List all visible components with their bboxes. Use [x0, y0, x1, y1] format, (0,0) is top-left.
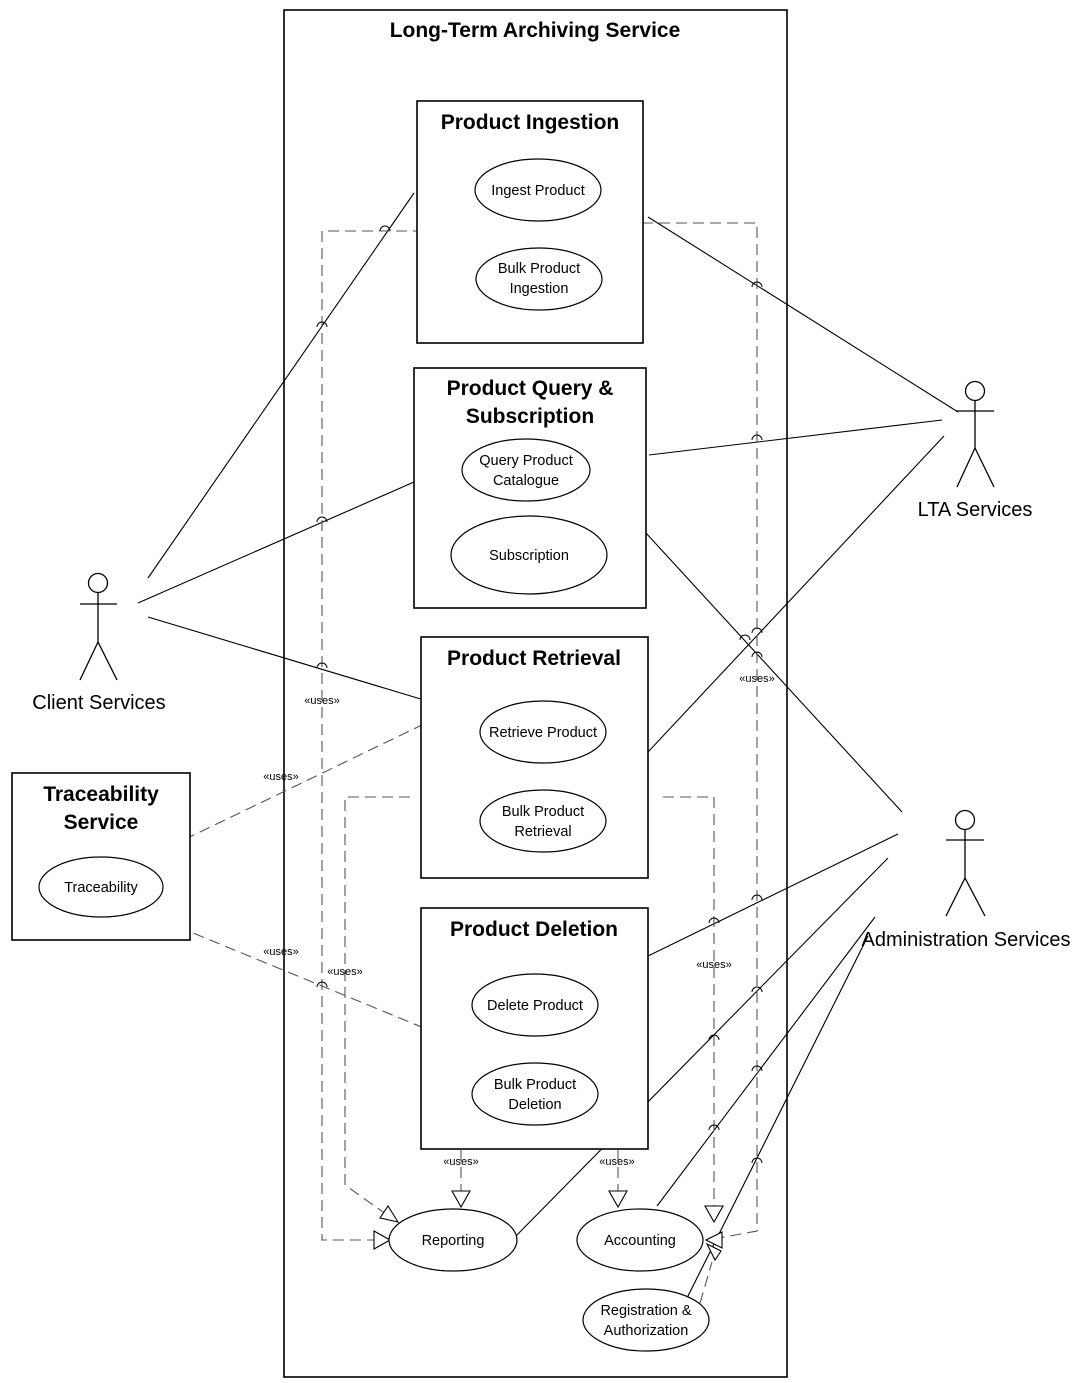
usecase-ingest-product[interactable]: Ingest Product	[474, 158, 602, 222]
uses-ingestion-reporting	[321, 230, 424, 1241]
assoc-lta-query	[648, 419, 943, 456]
uses-retrieval-accounting	[663, 796, 715, 1217]
actor-label: Client Services	[32, 692, 165, 714]
usecase-bulk-product-deletion[interactable]: Bulk Product Deletion	[471, 1062, 599, 1126]
assoc-admin-deletion	[647, 833, 899, 957]
stick-figure-icon	[79, 572, 118, 681]
uses-label: «uses»	[263, 946, 298, 958]
uses-label: «uses»	[599, 1156, 634, 1168]
uses-labels: «uses» «uses» «uses» «uses» «uses» «uses…	[263, 673, 774, 1168]
package-title: Product Ingestion	[441, 111, 620, 134]
package-product-query-subscription: Product Query & Subscription Query Produ…	[413, 367, 647, 609]
svg-text:Delete Product: Delete Product	[487, 998, 583, 1014]
uses-ingestion-accounting	[642, 222, 758, 1241]
package-traceability-service: Traceability Service Traceability	[11, 772, 191, 941]
assoc-admin-accounting	[656, 916, 876, 1207]
uses-label: «uses»	[696, 959, 731, 971]
svg-text:Subscription: Subscription	[489, 548, 569, 564]
usecase-query-product-catalogue[interactable]: Query Product Catalogue	[461, 438, 591, 502]
package-title: Product Deletion	[450, 918, 618, 941]
assoc-lta-ingestion	[647, 216, 959, 413]
uses-retrieval-reporting	[344, 796, 410, 1220]
actor-label: Administration Services	[862, 929, 1071, 951]
uses-label: «uses»	[739, 673, 774, 685]
svg-text:Traceability: Traceability	[64, 880, 138, 896]
line-hops	[316, 225, 763, 1164]
usecase-bulk-product-retrieval[interactable]: Bulk Product Retrieval	[479, 789, 607, 853]
package-title-line2: Subscription	[466, 405, 594, 428]
svg-text:Retrieve Product: Retrieve Product	[489, 725, 597, 741]
usecase-retrieve-product[interactable]: Retrieve Product	[479, 700, 607, 764]
svg-text:Bulk Product: Bulk Product	[494, 1077, 576, 1093]
svg-text:Reporting: Reporting	[422, 1233, 485, 1249]
connections	[137, 192, 959, 1304]
svg-text:Ingest Product: Ingest Product	[491, 183, 585, 199]
system-title: Long-Term Archiving Service	[390, 19, 681, 42]
arrowhead-accounting-topright	[704, 1205, 724, 1224]
actor-administration-services: Administration Services	[862, 809, 1071, 951]
stick-figure-icon	[956, 380, 995, 488]
arrowhead-accounting-low	[705, 1242, 722, 1262]
svg-text:Bulk Product: Bulk Product	[498, 261, 580, 277]
svg-text:Retrieval: Retrieval	[514, 824, 571, 840]
arrowhead-reporting-left	[373, 1230, 392, 1250]
uses-registration-accounting	[699, 1261, 713, 1304]
uses-label: «uses»	[443, 1156, 478, 1168]
svg-text:Query Product: Query Product	[479, 453, 573, 469]
usecase-bulk-product-ingestion[interactable]: Bulk Product Ingestion	[475, 247, 603, 311]
assoc-client-retrieval	[147, 616, 425, 701]
usecase-reporting[interactable]: Reporting	[388, 1208, 518, 1272]
package-title-line2: Service	[64, 811, 139, 834]
svg-text:Ingestion: Ingestion	[510, 281, 569, 297]
usecase-traceability[interactable]: Traceability	[38, 856, 164, 918]
svg-text:Bulk Product: Bulk Product	[502, 804, 584, 820]
package-title-line1: Traceability	[43, 783, 159, 806]
package-product-deletion: Product Deletion Delete Product Bulk Pro…	[420, 907, 649, 1150]
usecase-delete-product[interactable]: Delete Product	[471, 973, 599, 1037]
package-product-retrieval: Product Retrieval Retrieve Product Bulk …	[420, 636, 649, 879]
usecase-accounting[interactable]: Accounting	[576, 1208, 704, 1272]
svg-text:Authorization: Authorization	[604, 1323, 689, 1339]
actor-lta-services: LTA Services	[918, 380, 1033, 521]
usecase-subscription[interactable]: Subscription	[450, 515, 608, 595]
arrowhead-accounting-top	[608, 1190, 628, 1209]
package-title-line1: Product Query &	[447, 377, 614, 400]
arrowhead-accounting-right	[704, 1231, 723, 1249]
assoc-client-ingestion	[147, 192, 415, 579]
assoc-lta-retrieval	[647, 435, 945, 753]
arrowhead-reporting-top	[451, 1190, 471, 1209]
assoc-admin-reporting	[513, 857, 889, 1239]
usecase-registration-authorization[interactable]: Registration & Authorization	[582, 1288, 710, 1352]
package-product-ingestion: Product Ingestion Ingest Product Bulk Pr…	[416, 100, 644, 344]
uses-label: «uses»	[263, 771, 298, 783]
uses-label: «uses»	[327, 966, 362, 978]
svg-text:Deletion: Deletion	[508, 1097, 561, 1113]
package-title: Product Retrieval	[447, 647, 621, 670]
svg-text:Catalogue: Catalogue	[493, 473, 559, 489]
uses-label: «uses»	[304, 695, 339, 707]
stick-figure-icon	[945, 809, 986, 917]
arrowhead-reporting-upleft	[379, 1204, 400, 1223]
svg-text:Accounting: Accounting	[604, 1233, 676, 1249]
actor-client-services: Client Services	[32, 572, 166, 714]
svg-text:Registration &: Registration &	[600, 1303, 691, 1319]
assoc-client-query	[137, 481, 415, 604]
actor-label: LTA Services	[918, 499, 1033, 521]
